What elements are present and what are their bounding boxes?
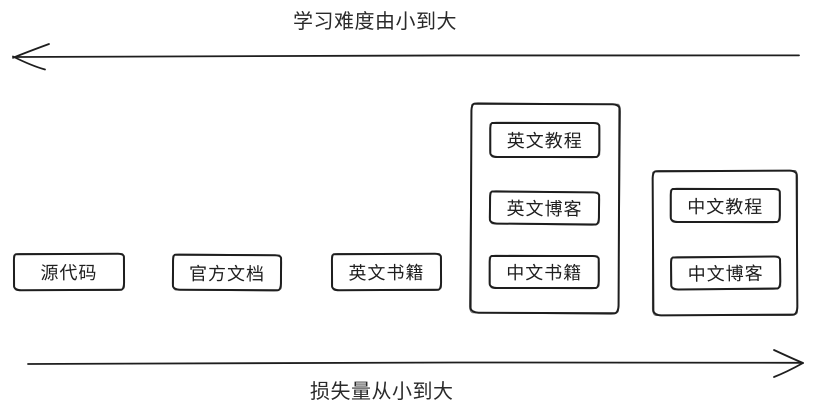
box-chinese-blogs-label: 中文博客 <box>687 263 764 285</box>
box-english-tutorials: 英文教程 <box>489 121 601 159</box>
box-english-books: 英文书籍 <box>330 252 443 292</box>
top-arrow-head-upper <box>12 43 50 59</box>
top-axis-title: 学习难度由小到大 <box>293 11 457 33</box>
box-chinese-tutorials-label: 中文教程 <box>687 196 764 217</box>
bottom-arrow-line <box>27 361 802 365</box>
box-official-docs: 官方文档 <box>171 253 283 292</box>
box-english-books-label: 英文书籍 <box>348 262 425 284</box>
top-arrow-head-lower <box>12 55 46 71</box>
box-english-blogs-label: 英文博客 <box>506 198 583 220</box>
box-english-tutorials-label: 英文教程 <box>506 130 583 152</box>
top-arrow-line <box>14 54 800 58</box>
top-arrow-left <box>12 43 800 71</box>
bottom-axis-title: 损失量从小到大 <box>310 381 454 403</box>
bottom-arrow-head-upper <box>773 349 804 364</box>
box-chinese-books-label: 中文书籍 <box>506 262 583 284</box>
bottom-arrow-right <box>27 349 804 378</box>
group-english-resources: 英文教程 英文博客 中文书籍 <box>469 102 621 315</box>
box-chinese-blogs: 中文博客 <box>669 255 782 291</box>
box-chinese-tutorials: 中文教程 <box>669 187 781 224</box>
bottom-arrow-head-lower <box>773 362 804 378</box>
group-chinese-resources: 中文教程 中文博客 <box>651 169 799 317</box>
box-english-blogs: 英文博客 <box>488 190 601 226</box>
box-official-docs-label: 官方文档 <box>188 263 266 284</box>
box-chinese-books: 中文书籍 <box>488 254 600 290</box>
box-source-code: 源代码 <box>12 252 126 292</box>
box-source-code-label: 源代码 <box>40 262 98 284</box>
